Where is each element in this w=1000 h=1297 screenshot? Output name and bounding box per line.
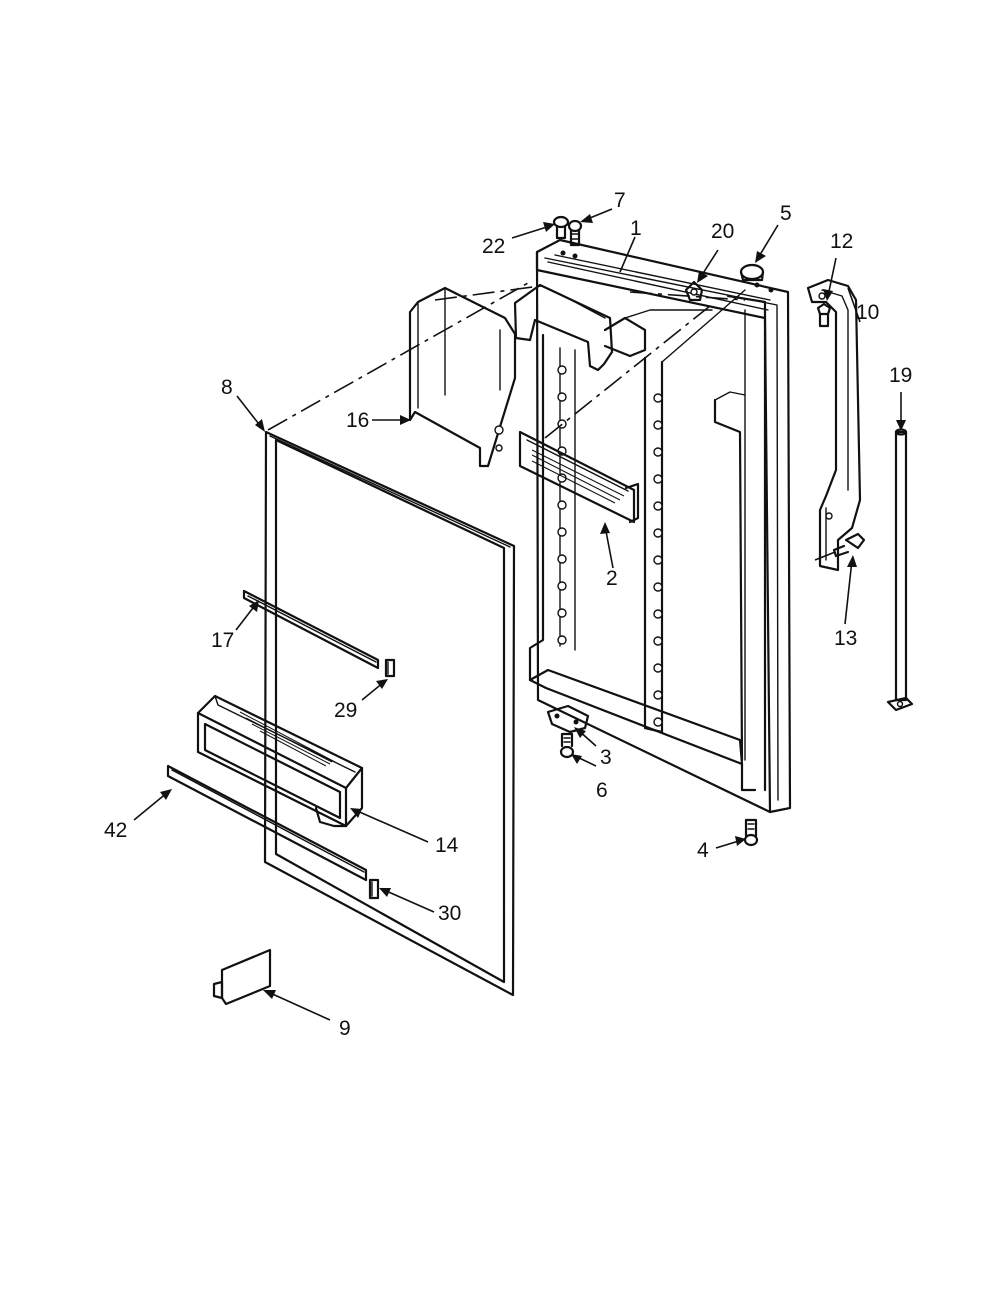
- callout-29: 29: [334, 699, 357, 722]
- door-label-card: [212, 948, 272, 1006]
- callout-30: 30: [438, 902, 461, 925]
- door-bin: [196, 694, 364, 828]
- screw-4: [743, 818, 759, 847]
- callout-20: 20: [711, 220, 734, 243]
- callout-7: 7: [614, 189, 626, 212]
- plug-20: [684, 280, 704, 302]
- callout-3: 3: [600, 746, 612, 769]
- dairy-door: [408, 286, 517, 468]
- hole-plug-5: [739, 263, 765, 282]
- door-handle: [806, 278, 862, 572]
- callout-16: 16: [346, 409, 369, 432]
- callout-19: 19: [889, 364, 912, 387]
- callout-2: 2: [606, 567, 618, 590]
- door-rod: [886, 428, 914, 712]
- door-shelf-trim: [518, 430, 640, 524]
- callout-1: 1: [630, 217, 642, 240]
- callout-14: 14: [435, 834, 459, 857]
- callout-9: 9: [339, 1017, 351, 1040]
- pin-22: [552, 215, 570, 240]
- callout-labels: 1 2 3 4 5 6 7 8 9 10 12 13 14 16 17 19 2…: [104, 189, 912, 1040]
- screw-6: [559, 732, 575, 759]
- callout-8: 8: [221, 376, 233, 399]
- callout-12: 12: [830, 230, 853, 253]
- hinge-bracket: [546, 704, 590, 734]
- screw-13: [832, 532, 866, 558]
- callout-22: 22: [482, 235, 505, 258]
- callout-6: 6: [596, 779, 608, 802]
- shelf-rail-lower: [166, 764, 368, 882]
- screw-12: [816, 302, 832, 328]
- callout-42: 42: [104, 819, 127, 842]
- door-panel: [513, 238, 792, 814]
- clip-30: [368, 878, 380, 900]
- screw-7: [567, 219, 583, 247]
- callout-13: 13: [834, 627, 857, 650]
- callout-4: 4: [697, 839, 709, 862]
- shelf-rail-upper: [242, 589, 380, 670]
- callout-10: 10: [856, 301, 879, 324]
- door-gasket: [263, 430, 516, 997]
- clip-29: [384, 658, 396, 678]
- callout-17: 17: [211, 629, 234, 652]
- leader-lines: [133, 208, 906, 1021]
- callout-5: 5: [780, 202, 792, 225]
